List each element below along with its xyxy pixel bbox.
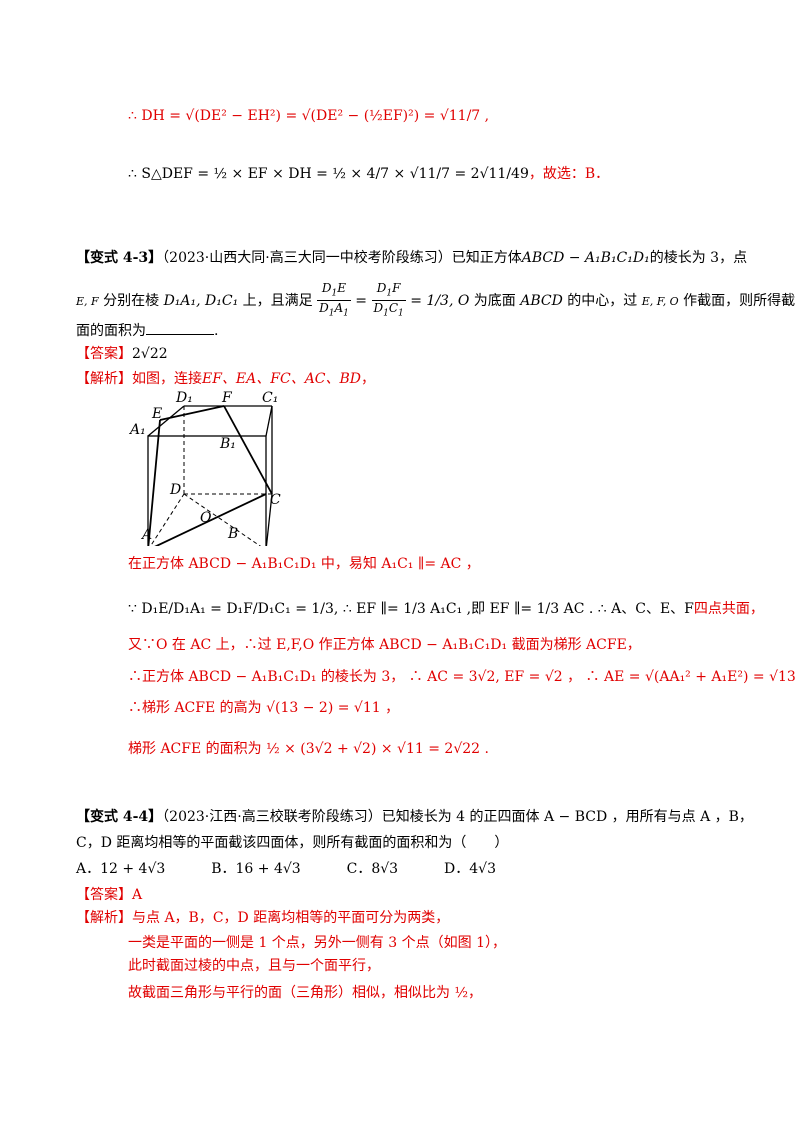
- choose-b-text: ，故选：B．: [528, 166, 610, 182]
- variant-4-4-analysis: 【解析】与点 A，B，C，D 距离均相等的平面可分为两类，: [76, 907, 449, 927]
- edge-bc: [265, 493, 273, 546]
- on-edges-text: 分别在棱: [103, 292, 160, 309]
- edges-name: D₁A₁, D₁C₁: [163, 292, 239, 309]
- dh-equation: ∴ DH = √(DE² − EH²) = √(DE² − (½EF)²) = …: [128, 108, 490, 124]
- label-o: O: [200, 510, 212, 526]
- solution-line-2: ∵ D₁E/D₁A₁ = D₁F/D₁C₁ = 1/3, ∴ EF ∥= 1/3…: [128, 598, 764, 618]
- cube-figure: D₁ F C₁ E A₁ B₁ D C O A B: [128, 390, 281, 546]
- variant-4-3-tag: 【变式 4-3】: [76, 250, 163, 266]
- analysis-intro: 如图，连接: [132, 371, 202, 387]
- bottom-face-text: 为底面: [473, 292, 516, 309]
- analysis-text-3: 此时截面过棱的中点，且与一个面平行，: [128, 958, 380, 974]
- variant-4-4-tag: 【变式 4-4】: [76, 809, 163, 825]
- variant-4-4-answer: 【答案】A: [76, 884, 142, 904]
- top-area-line: ∴ S△DEF = ½ × EF × DH = ½ × 4/7 × √11/7 …: [128, 163, 609, 183]
- hidden-edge-ad: [149, 493, 185, 546]
- solution-line-5: ∴梯形 ACFE 的高为 √(13 − 2) = √11 ，: [128, 700, 400, 716]
- ratio-tail: = 1/3, O: [410, 292, 470, 309]
- analysis-text-4: 故截面三角形与平行的面（三角形）相似，相似比为 ½，: [128, 985, 483, 1001]
- top-dh-line: ∴ DH = √(DE² − EH²) = √(DE² − (½EF)²) = …: [128, 108, 489, 124]
- variant-4-3-line3: 面的面积为.: [76, 320, 218, 340]
- variant-4-4-text1: （2023·江西·高三校联考阶段练习）已知棱长为 4 的正四面体 A − BCD…: [162, 809, 753, 825]
- variant-4-4-line1: 【变式 4-4】（2023·江西·高三校联考阶段练习）已知棱长为 4 的正四面体…: [76, 806, 753, 826]
- options-row: A．12 + 4√3 B．16 + 4√3 C．8√3 D．4√3: [76, 858, 496, 878]
- solution-line-2-math: ∵ D₁E/D₁A₁ = D₁F/D₁C₁ = 1/3, ∴ EF ∥= 1/3…: [128, 601, 694, 617]
- label-b1: B₁: [219, 436, 236, 452]
- label-b: B: [227, 526, 238, 542]
- label-d1: D₁: [175, 390, 193, 406]
- variant-4-3-answer: 【答案】2√22: [76, 343, 168, 363]
- option-d[interactable]: D．4√3: [444, 861, 496, 877]
- hidden-segment-bd: [183, 493, 262, 546]
- option-a[interactable]: A．12 + 4√3: [76, 861, 166, 877]
- satisfy-text: 上，且满足: [242, 292, 313, 309]
- analysis-text-1: 与点 A，B，C，D 距离均相等的平面可分为两类，: [132, 910, 450, 926]
- area-question: 面的面积为: [76, 323, 146, 339]
- answer-tag-2: 【答案】: [76, 887, 132, 903]
- edge-a1d1: [147, 405, 185, 437]
- abcd-name: ABCD: [520, 292, 563, 309]
- label-a1: A₁: [128, 422, 146, 438]
- variant-4-3-line1: 【变式 4-3】（2023·山西大同·高三大同一中校考阶段练习）已知正方体ABC…: [76, 247, 747, 267]
- answer-blank: [146, 322, 214, 335]
- analysis-tag-2: 【解析】: [76, 910, 132, 926]
- label-d: D: [169, 482, 181, 498]
- segment-ac: [154, 493, 267, 546]
- efo-name: E, F, O: [641, 294, 679, 308]
- section-text: 作截面，则所得截: [683, 292, 796, 309]
- variant-4-4-line2: C，D 距离均相等的平面截该四面体，则所有截面的面积和为（ ）: [76, 835, 509, 851]
- segment-fc: [223, 405, 273, 495]
- cube-name: ABCD − A₁B₁C₁D₁: [521, 250, 650, 266]
- analysis-text-2: 一类是平面的一侧是 1 个点，另外一侧有 3 个点（如图 1），: [128, 935, 506, 951]
- label-f: F: [221, 390, 233, 406]
- segment-ef: [159, 405, 225, 421]
- solution-line-4: ∴正方体 ABCD − A₁B₁C₁D₁ 的棱长为 3， ∴ AC = 3√2,…: [128, 669, 800, 685]
- answer-tag: 【答案】: [76, 346, 132, 362]
- analysis-tag: 【解析】: [76, 371, 132, 387]
- option-b[interactable]: B．16 + 4√3: [211, 861, 301, 877]
- front-face: [147, 435, 267, 546]
- solution-line-3: 又∵O 在 AC 上，∴过 E,F,O 作正方体 ABCD − A₁B₁C₁D₁…: [128, 637, 641, 653]
- solution-line-1: 在正方体 ABCD − A₁B₁C₁D₁ 中，易知 A₁C₁ ∥= AC ，: [128, 556, 480, 572]
- variant-4-3-analysis: 【解析】如图，连接EF、EA、FC、AC、BD，: [76, 368, 375, 388]
- option-c[interactable]: C．8√3: [346, 861, 399, 877]
- analysis-comma: ，: [361, 371, 376, 387]
- period: .: [214, 323, 219, 339]
- edge-b1c1: [265, 405, 273, 437]
- label-c: C: [270, 492, 281, 508]
- answer-value-2: A: [132, 887, 143, 903]
- points-ef: E, F: [76, 294, 99, 308]
- label-c1: C₁: [262, 390, 278, 406]
- variant-4-3-source: （2023·山西大同·高三大同一中校考阶段练习）已知正方体: [162, 250, 522, 266]
- edge-length-text: 的棱长为 3，点: [649, 250, 748, 266]
- four-points-coplanar: 四点共面，: [693, 601, 764, 617]
- center-text: 的中心，过: [567, 292, 638, 309]
- area-equation: ∴ S△DEF = ½ × EF × DH = ½ × 4/7 × √11/7 …: [128, 166, 529, 182]
- analysis-segments: EF、EA、FC、AC、BD: [202, 371, 362, 387]
- label-a: A: [140, 527, 152, 543]
- solution-line-6: 梯形 ACFE 的面积为 ½ × (3√2 + √2) × √11 = 2√22…: [128, 741, 489, 757]
- answer-value: 2√22: [132, 346, 168, 362]
- segment-ea: [147, 419, 161, 546]
- label-e: E: [151, 406, 162, 422]
